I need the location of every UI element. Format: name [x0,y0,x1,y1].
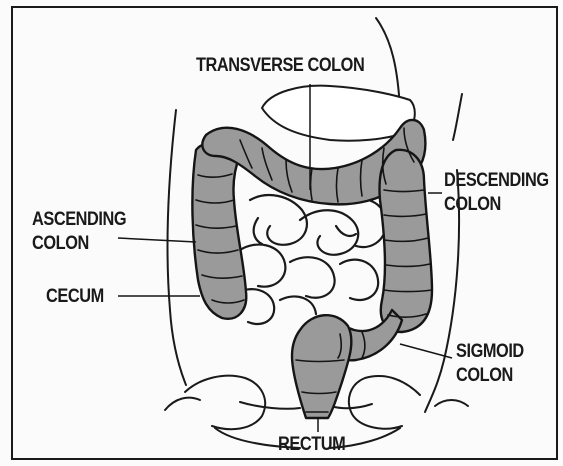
stomach [262,86,415,141]
label-descending-colon-line1: DESCENDING [444,170,549,192]
label-sigmoid-colon-line2: COLON [456,365,513,387]
label-ascending-colon-line2: COLON [32,233,89,255]
ascending-colon-shape [192,142,246,319]
label-sigmoid-colon-line1: SIGMOID [456,341,524,363]
rectum-shape [292,315,351,418]
leader-sigmoid [400,344,452,358]
label-descending-colon-line2: COLON [444,194,501,216]
large-intestine [192,120,432,418]
label-transverse-colon: TRANSVERSE COLON [196,55,364,77]
small-intestine [236,195,386,324]
label-ascending-colon-line1: ASCENDING [32,209,126,231]
label-rectum: RECTUM [278,434,345,456]
label-cecum: CECUM [46,286,104,308]
leader-ascending [118,238,196,242]
